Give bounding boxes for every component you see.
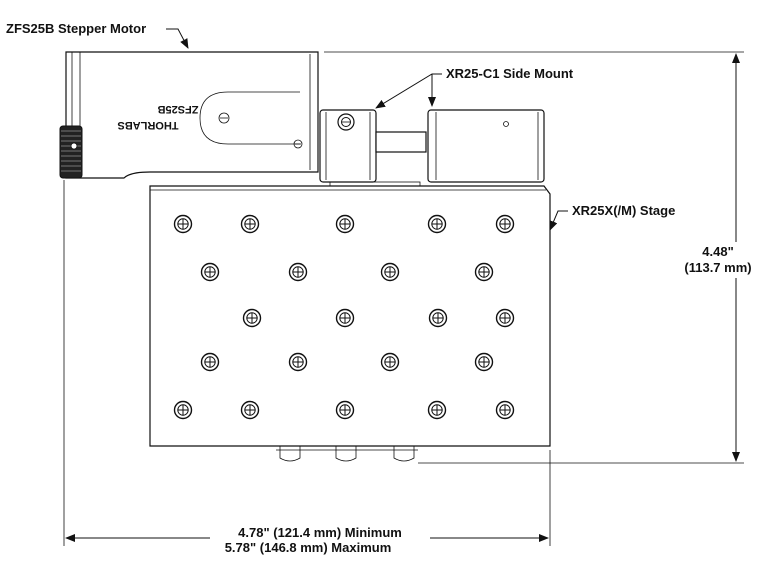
screw-head-icon xyxy=(218,112,230,124)
stage-leader xyxy=(549,210,568,231)
side-mount-label: XR25-C1 Side Mount xyxy=(446,66,574,81)
motor-leader xyxy=(166,28,189,49)
motor-model-engraving: ZFS25B xyxy=(157,103,198,115)
stage-label: XR25X(/M) Stage xyxy=(572,203,675,218)
width-maximum: 5.78" (146.8 mm) Maximum xyxy=(225,540,392,555)
side-mount xyxy=(319,109,545,187)
knurled-knob-icon xyxy=(59,125,83,179)
width-minimum: 4.78" (121.4 mm) Minimum xyxy=(238,525,402,540)
screw-head-icon xyxy=(293,139,303,149)
screw-head-icon xyxy=(337,113,355,131)
width-dimension: 4.78" (121.4 mm) Minimum 5.78" (146.8 mm… xyxy=(63,180,551,555)
height-dimension: 4.48" (113.7 mm) xyxy=(324,51,752,464)
motor-brand-engraving: THORLABS xyxy=(117,119,178,131)
motor-label: ZFS25B Stepper Motor xyxy=(6,21,146,36)
stepper-motor: ZFS25B THORLABS xyxy=(59,51,319,179)
height-mm: (113.7 mm) xyxy=(684,260,751,275)
height-inches: 4.48" xyxy=(702,244,733,259)
